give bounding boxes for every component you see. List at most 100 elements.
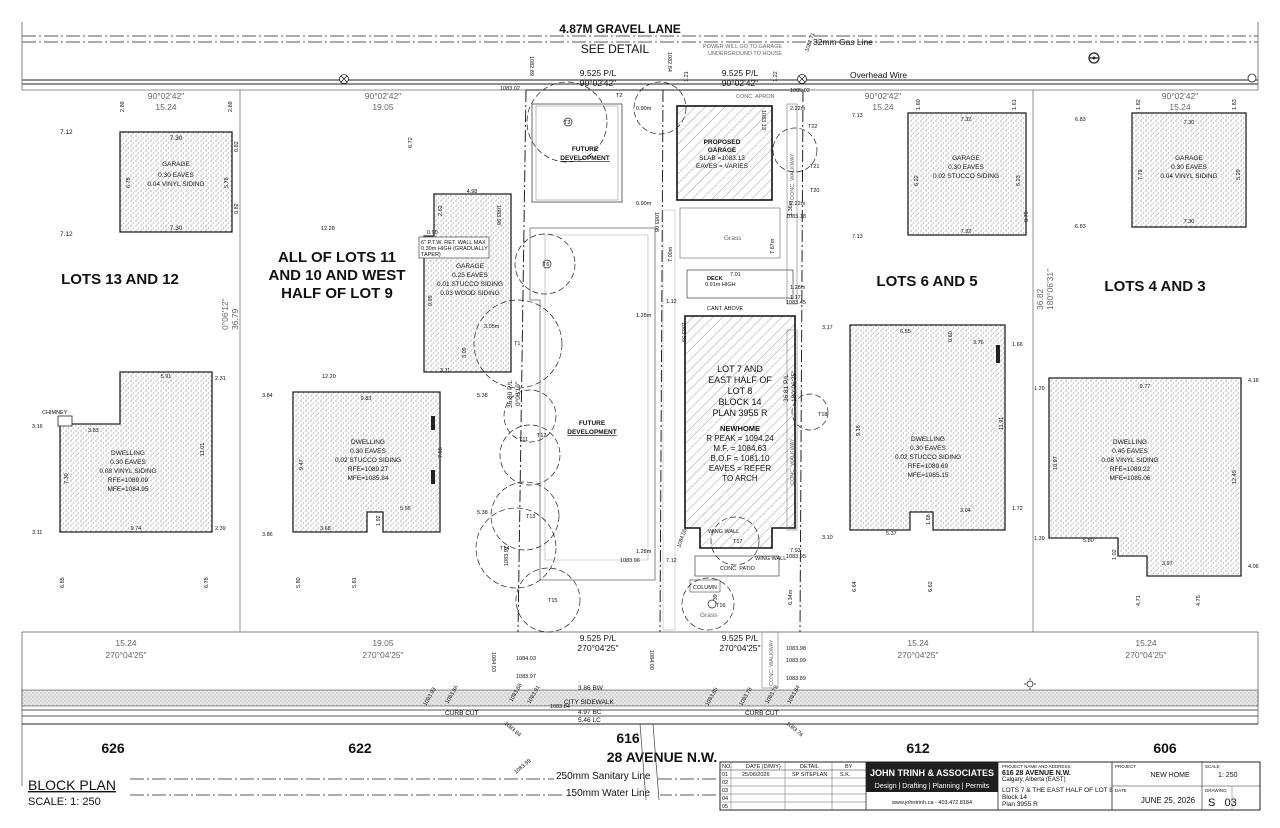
lot-desc: LOT 8: [728, 386, 753, 396]
dim-label: 3.10: [822, 535, 833, 541]
dim-label: 0.82: [234, 203, 240, 214]
rev-row-date: 25/06/2026: [742, 772, 770, 778]
pl-label: 9.525 P/L: [580, 633, 617, 643]
lane-label: 4.87M GRAVEL LANE: [559, 22, 681, 36]
spot-elevation: 1083.98: [495, 205, 501, 225]
retaining-wall-note: 0.30m HIGH (GRADUALLY: [421, 246, 488, 252]
spot-elevation: 1084.00: [648, 650, 654, 670]
overhead-wire-label: Overhead Wire: [850, 70, 907, 80]
garage-title: GARAGE: [952, 155, 980, 162]
side-angle: 0°06'12": [220, 298, 230, 330]
new-home-eaves: EAVES = REFER: [709, 464, 772, 473]
light-standard-icon: [1024, 678, 1036, 690]
house-number-616: 616: [616, 730, 640, 746]
dim-label: 7.30: [170, 135, 183, 142]
garage-title: GARAGE: [162, 161, 190, 168]
dim-label: 5.29: [1236, 169, 1242, 180]
dwelling-lots-13-12: CHIMNEY DWELLING 0.30 EAVES 0.08 VINYL S…: [32, 371, 226, 588]
frontage-angle: 90°02'42": [365, 91, 401, 101]
legal-desc: LOTS 7 & THE EAST HALF OF LOT 8: [1002, 787, 1113, 794]
street-labels: 626 622 616 28 AVENUE N.W. 612 606 250mm…: [101, 723, 1177, 801]
dim-label: 7.01: [730, 272, 741, 278]
dwelling-eaves: 0.30 EAVES: [910, 445, 946, 452]
drawing-number: S 03: [1208, 797, 1237, 809]
rev-row-detail: SP SITEPLAN: [792, 772, 827, 778]
project-city: Calgary, Alberta (EAST): [1002, 777, 1066, 783]
dim-label: 7.13: [852, 234, 863, 240]
legal-desc: Block 14: [1002, 794, 1027, 801]
dim-label: 7.79: [1138, 169, 1144, 180]
trees: [473, 81, 829, 633]
lot-label-11-10-line2: AND 10 AND WEST: [269, 267, 406, 284]
side-pl-angle: 180°06'25": [790, 370, 798, 402]
rev-row-no: 04: [722, 796, 728, 802]
garage-lots-13-12: GARAGE 0.30 EAVES 0.04 VINYL SIDING 7.30…: [60, 101, 240, 238]
water-line-label: 150mm Water Line: [566, 788, 651, 799]
dwelling-title: DWELLING: [351, 439, 385, 446]
dim-label: 1.72: [1012, 506, 1023, 512]
garage-eaves: 0.25 EAVES: [452, 272, 488, 279]
new-home-rpeak: R PEAK = 1094.24: [706, 434, 774, 443]
dim-label: 7.12: [666, 558, 677, 564]
curb-cut-label: CURB CUT: [745, 710, 779, 717]
dim-label: 3.11: [440, 368, 450, 374]
dim-label: 7.32: [961, 229, 972, 235]
house-number-622: 622: [348, 740, 372, 756]
rev-col-header: NO.: [722, 764, 732, 770]
tree-label: T16: [716, 603, 725, 609]
dim-label: 3.83: [88, 428, 99, 434]
lot-label-4-3: LOTS 4 AND 3: [1104, 278, 1205, 295]
dim-label: 4.18: [1248, 378, 1259, 384]
garage-title: GARAGE: [456, 263, 484, 270]
new-home-eaves: TO ARCH: [722, 474, 758, 483]
walkway-label: CONC. WALKWAY: [790, 153, 796, 200]
frontage-angle: 270°04'25": [1125, 650, 1166, 660]
dim-label: 1.82: [1136, 99, 1142, 110]
tree-label: T12: [537, 433, 546, 439]
dim-label: 3.84: [262, 393, 273, 399]
spot-elevation: 1084.05: [676, 528, 688, 549]
dim-label: 1.22: [773, 71, 779, 82]
side-pl: 36.81 P/L: [783, 374, 790, 402]
dim-label: 3.04: [960, 508, 971, 514]
deck-label: DECK: [707, 276, 723, 282]
tree-label: T20: [810, 188, 819, 194]
tree-marker-icon: [707, 599, 717, 609]
pole-marker-icon: [1247, 73, 1257, 83]
dwelling-siding: 0.02 STUCCO SIDING: [335, 457, 401, 464]
project-label: PROJECT NAME AND ADDRESS:: [1002, 764, 1072, 769]
dim-label: 6.22: [914, 175, 920, 186]
dim-label: 6.34m: [788, 589, 794, 605]
dim-label: 2.39: [215, 526, 226, 532]
transformer-icon: [1088, 52, 1100, 64]
top-frontage-labels: 90°02'42" 15.24 90°02'42" 19.05 90°02'42…: [105, 91, 1198, 660]
dim-label: 4.39: [713, 594, 719, 605]
dim-label: 12.49: [1232, 470, 1238, 484]
dim-label: 9.47: [299, 459, 305, 470]
dim-label: 6.55: [900, 329, 911, 335]
dim-label: 1.39: [1034, 536, 1045, 542]
dim-label: 2.31: [215, 376, 226, 382]
rev-row-no: 03: [722, 788, 728, 794]
dim-label: 6.83: [1075, 224, 1086, 230]
tree-label: T18: [818, 412, 827, 418]
tree-marker-icon: [563, 117, 573, 127]
proposed-garage-title: GARAGE: [708, 147, 737, 154]
utility-pole-icon: [797, 74, 807, 84]
project-header: PROJECT: [1115, 764, 1136, 769]
drawing-header: DRAWING: [1205, 788, 1227, 793]
front-area: 3.86 BW CITY SIDEWALK CURB CUT CURB CUT …: [21, 631, 1259, 786]
side-pl-angle: 0°06'19": [514, 381, 522, 406]
dim-label: 2.89: [228, 101, 234, 112]
dwelling-lots-4-3: DWELLING 0.45 EAVES 0.08 VINYL SIDING RF…: [1034, 377, 1259, 606]
dim-label: 6.78: [126, 177, 132, 188]
garage-siding: 0.01 STUCCO SIDING: [437, 281, 503, 288]
pl-label: 9.525 P/L: [580, 68, 617, 78]
dim-label: 6.23: [1016, 175, 1022, 186]
dwelling-rfe: RFE=1089.69: [908, 463, 949, 470]
garage-title: GARAGE: [1175, 155, 1203, 162]
dwelling-eaves: 0.30 EAVES: [110, 459, 146, 466]
wing-wall-label: WING WALL: [755, 556, 786, 562]
title-block: NO. DATE (D/M/Y) DETAIL BY 01 25/06/2026…: [719, 761, 1261, 811]
dim-label: 0.60: [948, 331, 954, 342]
